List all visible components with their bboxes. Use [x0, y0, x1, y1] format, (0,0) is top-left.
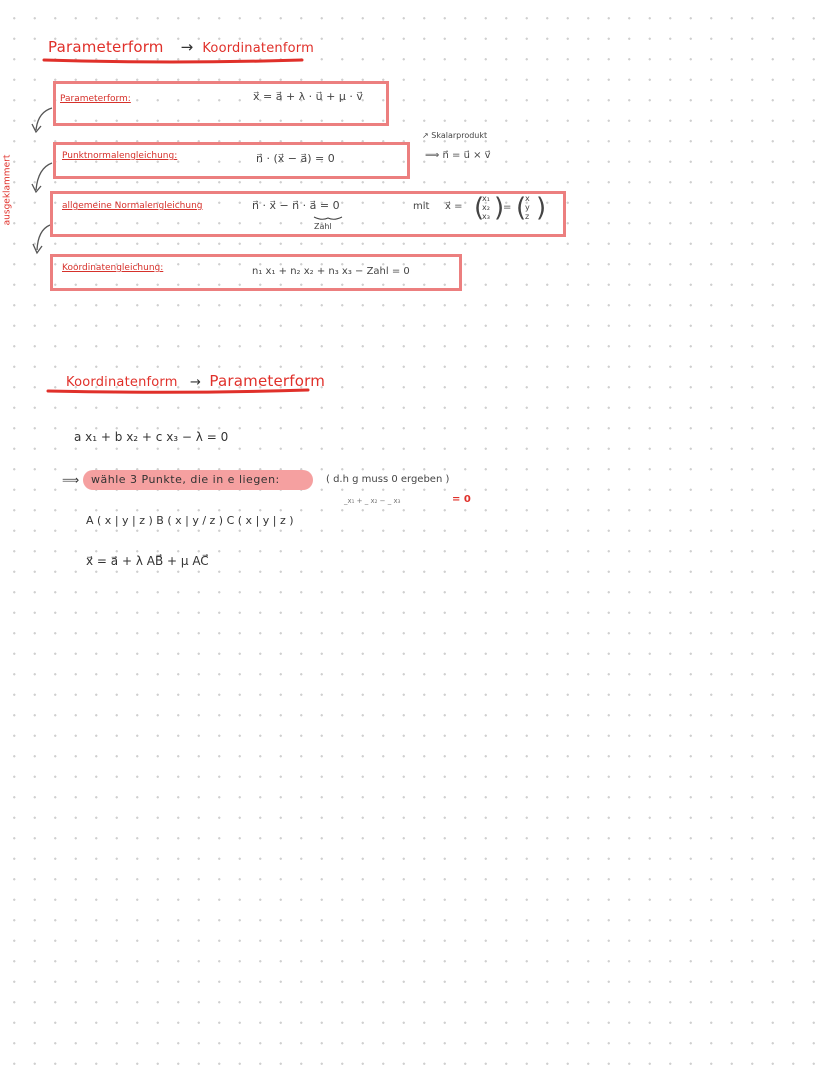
row-label: Parameterform:	[60, 94, 131, 104]
box-punktnormalengleichung	[53, 142, 410, 179]
section1-title-right: Koordinatenform	[202, 41, 314, 56]
bracket-3	[36, 224, 51, 251]
bracket-2	[35, 162, 53, 191]
highlight-pill	[83, 470, 313, 490]
x-vector-label: x⃗ =	[445, 201, 463, 212]
title1-underline	[42, 58, 304, 64]
row-formula: n₁ x₁ + n₂ x₂ + n₃ x₃ − Zahl = 0	[252, 266, 410, 277]
highlight-text: wähle 3 Punkte, die in e liegen:	[91, 473, 280, 486]
box-allgemeine-normalengleichung	[50, 191, 566, 237]
arrow-icon: →	[180, 38, 194, 56]
subnote-text: _x₁ + _ x₂ − _ x₃	[344, 497, 401, 505]
row-formula: x⃗ = a⃗ + λ · u⃗ + μ · v⃗	[253, 90, 363, 103]
zahl-label: Zahl	[314, 222, 332, 231]
implies-icon: ⟹	[62, 473, 80, 487]
skalarprodukt-note: ↗ Skalarprodukt	[422, 131, 488, 140]
cross-product-note: ⟹ n⃗ = u⃗ × v⃗	[425, 150, 491, 161]
row-label: Koordinatengleichung:	[62, 263, 164, 273]
equals-sign: =	[503, 202, 512, 213]
subnote-equals: = 0	[452, 494, 471, 505]
points-line: A ( x | y | z ) B ( x | y / z ) C ( x | …	[86, 514, 294, 527]
bracket-2-tick	[31, 183, 42, 194]
bracket-1	[35, 107, 53, 131]
mit-label: mit	[413, 201, 430, 212]
box-koordinatengleichung	[50, 254, 462, 291]
vec-entry: y	[525, 203, 530, 212]
row-formula: n⃗ · (x⃗ − a⃗) = 0	[256, 152, 335, 165]
vec-entry: z	[525, 212, 530, 221]
section2-title-left: Koordinatenform	[66, 375, 178, 390]
coordinate-equation: a x₁ + b x₂ + c x₃ − λ = 0	[74, 430, 229, 444]
vector-xyz: ( x y z )	[516, 193, 547, 223]
arrow-icon: →	[189, 375, 202, 390]
section2-title-right: Parameterform	[209, 372, 326, 390]
box-parameterform	[53, 81, 389, 126]
note-text: ( d.h g muss 0 ergeben )	[326, 474, 450, 485]
section2-title: Koordinatenform → Parameterform	[66, 372, 325, 390]
vector-x123: ( x₁ x₂ x₃ )	[474, 193, 505, 223]
vec-entry: x₂	[482, 203, 490, 212]
bracket-3-tick	[32, 243, 43, 255]
title2-underline	[46, 388, 310, 394]
vec-entry: x₃	[482, 212, 490, 221]
row-label: allgemeine Normalengleichung	[62, 201, 203, 211]
vec-entry: x	[525, 194, 530, 203]
section1-title: Parameterform → Koordinatenform	[48, 38, 314, 56]
side-label: ausgeklammert	[2, 154, 13, 226]
row-formula: n⃗ · x⃗ − n⃗ · a⃗ = 0	[252, 199, 340, 212]
zahl-brace	[313, 216, 343, 220]
section1-title-left: Parameterform	[48, 38, 164, 56]
bracket-1-tick	[31, 123, 42, 134]
result-equation: x⃗ = a⃗ + λ AB⃗ + μ AC⃗	[86, 554, 209, 568]
vec-entry: x₁	[482, 194, 490, 203]
row-label: Punktnormalengleichung:	[62, 151, 178, 161]
